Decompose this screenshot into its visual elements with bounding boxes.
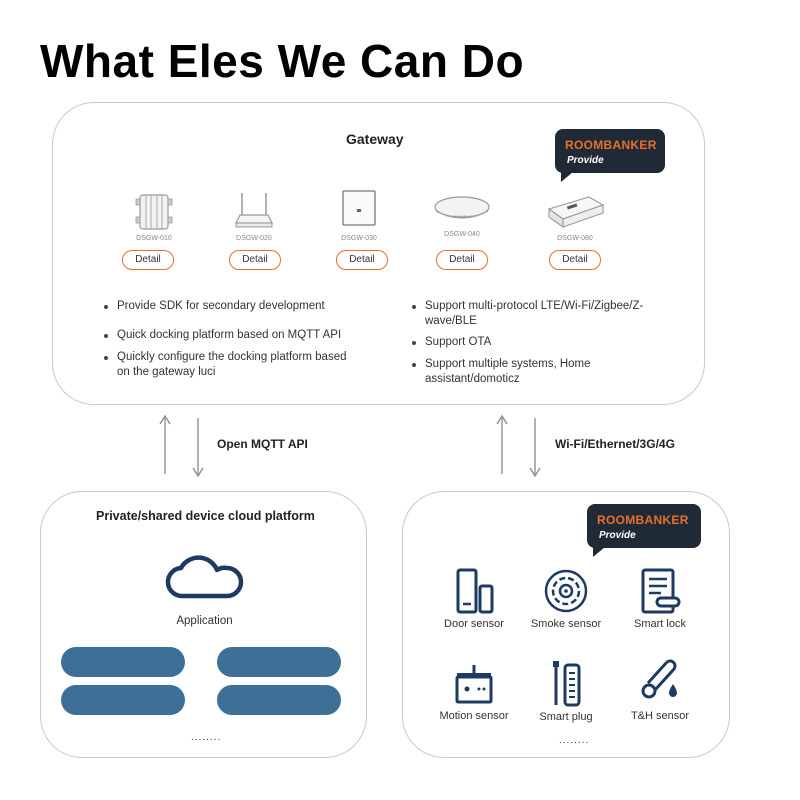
feature-item: Quickly configure the docking platform b… (101, 350, 351, 380)
badge-brand: ROOMBANKER (597, 513, 689, 527)
smart-plug-icon (553, 661, 581, 707)
devices-panel: ROOMBANKER Provide Door sensor Smoke sen… (402, 491, 730, 758)
app-pill (217, 647, 341, 677)
gateway-device-3: DSGW-030 (319, 189, 399, 242)
feature-item: Support multi-protocol LTE/Wi-Fi/Zigbee/… (409, 299, 669, 329)
device-th-sensor: T&H sensor (610, 658, 710, 722)
page-title: What Eles We Can Do (40, 35, 525, 87)
device-smart-lock: Smart lock (610, 568, 710, 630)
gateway-model: DSGW-040 (444, 231, 480, 238)
motion-sensor-icon (455, 665, 493, 704)
outdoor-gateway-icon (135, 194, 173, 230)
gateway-title: Gateway (346, 131, 404, 147)
cloud-platform-title: Private/shared device cloud platform (96, 509, 315, 523)
device-door-sensor: Door sensor (424, 568, 524, 630)
detail-button-5[interactable]: Detail (549, 250, 601, 270)
gateway-model: DSGW-030 (341, 235, 377, 242)
device-label: Door sensor (444, 618, 504, 630)
gateway-model: DSGW-080 (557, 235, 593, 242)
app-pill (217, 685, 341, 715)
more-ellipsis: ........ (559, 735, 590, 746)
more-ellipsis: ........ (191, 732, 222, 743)
detail-button-3[interactable]: Detail (336, 250, 388, 270)
router-gateway-icon (235, 193, 273, 228)
th-sensor-icon (641, 659, 677, 699)
badge-brand: ROOMBANKER (565, 138, 657, 152)
cloud-icon (165, 555, 244, 599)
feature-item: Quick docking platform based on MQTT API (101, 328, 351, 343)
device-smart-plug: Smart plug (516, 657, 616, 723)
gateway-device-1: DSGW-010 (114, 189, 194, 242)
device-smoke-sensor: Smoke sensor (516, 568, 616, 630)
feature-item: Support multiple systems, Home assistant… (409, 357, 669, 387)
ceiling-gateway-icon (434, 196, 490, 219)
detail-button-4[interactable]: Detail (436, 250, 488, 270)
box-gateway-icon (547, 196, 605, 229)
device-label: Motion sensor (439, 710, 509, 722)
gateway-device-4: DSGW-040 (422, 189, 502, 238)
detail-button-1[interactable]: Detail (122, 250, 174, 270)
door-sensor-icon (456, 568, 494, 614)
app-pill (61, 685, 185, 715)
smart-lock-icon (641, 568, 681, 614)
app-pill (61, 647, 185, 677)
network-link-label: Wi-Fi/Ethernet/3G/4G (555, 437, 675, 451)
feature-item: Provide SDK for secondary development (101, 299, 351, 314)
device-label: Smoke sensor (530, 618, 602, 630)
badge-provide: Provide (599, 530, 636, 541)
gateway-model: DSGW-010 (136, 235, 172, 242)
roombanker-badge: ROOMBANKER Provide (587, 504, 701, 557)
badge-tail (561, 172, 573, 182)
device-motion-sensor: Motion sensor (424, 662, 524, 722)
wall-gateway-icon (342, 190, 376, 226)
device-label: T&H sensor (630, 710, 690, 722)
smoke-sensor-icon (544, 569, 588, 613)
gateway-features-left: Provide SDK for secondary development Qu… (101, 299, 351, 386)
mqtt-link-label: Open MQTT API (217, 437, 308, 451)
detail-button-2[interactable]: Detail (229, 250, 281, 270)
feature-item: Support OTA (409, 335, 669, 350)
device-label: Smart plug (539, 711, 593, 723)
application-label: Application (176, 615, 233, 627)
gateway-device-2: DSGW-020 (214, 189, 294, 242)
gateway-model: DSGW-020 (236, 235, 272, 242)
cloud-platform-panel: Private/shared device cloud platform App… (40, 491, 367, 758)
roombanker-badge: ROOMBANKER Provide (555, 129, 665, 182)
gateway-panel: Gateway ROOMBANKER Provide DSGW-010 DSGW… (52, 102, 705, 405)
badge-provide: Provide (567, 155, 604, 166)
gateway-features-right: Support multi-protocol LTE/Wi-Fi/Zigbee/… (409, 299, 669, 393)
device-label: Smart lock (634, 618, 686, 630)
gateway-device-5: DSGW-080 (535, 189, 615, 242)
badge-tail (593, 547, 605, 557)
